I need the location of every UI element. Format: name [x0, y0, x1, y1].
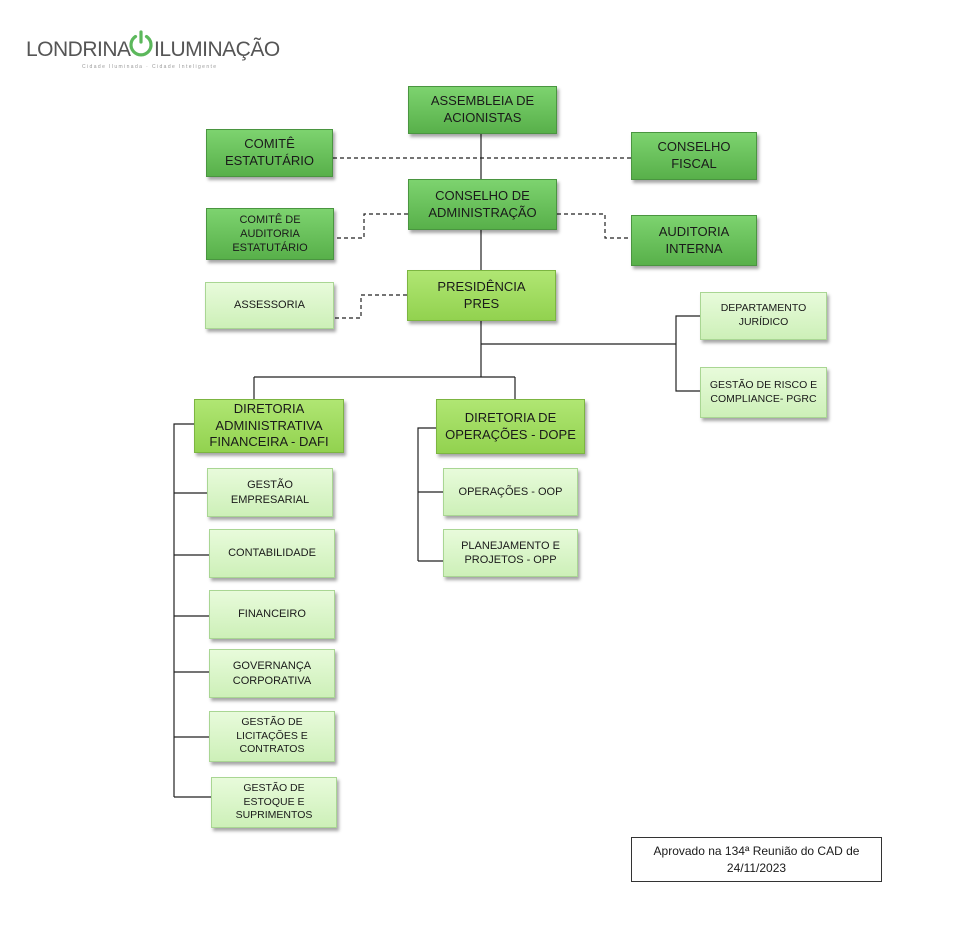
box-departamento-juridico: DEPARTAMENTO JURÍDICO: [700, 292, 827, 340]
dashed-presidencia-assessoria: [334, 294, 407, 319]
box-planejamento-opp: PLANEJAMENTO E PROJETOS - OPP: [443, 529, 578, 577]
box-financeiro: FINANCEIRO: [209, 590, 335, 639]
box-gestao-empresarial: GESTÃO EMPRESARIAL: [207, 468, 333, 517]
line-dope-spine: [417, 427, 436, 561]
box-operacoes-oop: OPERAÇÕES - OOP: [443, 468, 578, 516]
approval-note: Aprovado na 134ª Reunião do CAD de 24/11…: [631, 837, 882, 882]
box-conselho-fiscal: CONSELHO FISCAL: [631, 132, 757, 180]
logo-text-right: ILUMINAÇÃO: [154, 38, 280, 61]
dashed-conselho-comite-auditoria: [334, 213, 408, 239]
approval-line-1: Aprovado na 134ª Reunião do CAD de: [653, 843, 860, 858]
line-dafi-spine: [173, 423, 194, 797]
box-governanca-corporativa: GOVERNANÇA CORPORATIVA: [209, 649, 335, 698]
company-logo: LONDRINA ILUMINAÇÃO Cidade Iluminada · C…: [26, 30, 286, 74]
box-contabilidade: CONTABILIDADE: [209, 529, 335, 578]
box-gestao-risco-pgrc: GESTÃO DE RISCO E COMPLIANCE- PGRC: [700, 367, 827, 418]
box-assessoria: ASSESSORIA: [205, 282, 334, 329]
box-gestao-estoque: GESTÃO DE ESTOQUE E SUPRIMENTOS: [211, 777, 337, 828]
logo-tagline: Cidade Iluminada · Cidade Inteligente: [82, 64, 218, 70]
box-comite-auditoria: COMITÊ DE AUDITORIA ESTATUTÁRIO: [206, 208, 334, 260]
approval-line-2: 24/11/2023: [726, 860, 787, 875]
line-juridico-pgrc: [675, 315, 700, 392]
box-presidencia: PRESIDÊNCIA PRES: [407, 270, 556, 321]
box-auditoria-interna: AUDITORIA INTERNA: [631, 215, 757, 266]
box-diretoria-dope: DIRETORIA DE OPERAÇÕES - DOPE: [436, 399, 585, 454]
box-assembleia-acionistas: ASSEMBLEIA DE ACIONISTAS: [408, 86, 557, 134]
dashed-conselho-auditoria-interna: [557, 213, 631, 239]
box-diretoria-dafi: DIRETORIA ADMINISTRATIVA FINANCEIRA - DA…: [194, 399, 344, 453]
box-comite-estatutario: COMITÊ ESTATUTÁRIO: [206, 129, 333, 177]
box-conselho-administracao: CONSELHO DE ADMINISTRAÇÃO: [408, 179, 557, 230]
box-gestao-licitacoes: GESTÃO DE LICITAÇÕES E CONTRATOS: [209, 711, 335, 762]
logo-text-left: LONDRINA: [26, 38, 131, 61]
power-icon: [129, 30, 153, 57]
